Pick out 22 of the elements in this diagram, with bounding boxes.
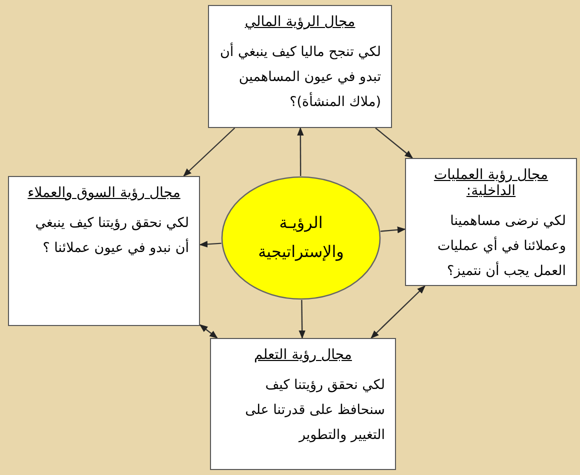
- perspective-box: [208, 5, 392, 128]
- arrow: [183, 128, 236, 177]
- arrow: [298, 300, 306, 339]
- perspective-box: [8, 176, 200, 326]
- ellipse-text: الرؤيـة والإستراتيجية: [257, 212, 345, 263]
- perspective-box: [405, 158, 577, 286]
- box-heading: مجال الرؤية المالي: [244, 14, 356, 30]
- arrow: [370, 285, 426, 339]
- box-question: لكي نحقق رؤيتنا كيف سنحافظ على قدرتنا على التغيير والتطوير: [244, 376, 385, 445]
- box-heading: مجال رؤية العمليات الداخلية:: [432, 167, 550, 199]
- arrow: [380, 226, 406, 234]
- perspective-box: [210, 338, 396, 470]
- box-heading: مجال رؤية السوق والعملاء: [26, 185, 182, 201]
- box-question: لكي نرضى مساهمينا وعملائنا في أي عمليات العمل يجب أن نتميز؟: [436, 212, 566, 281]
- arrow: [199, 240, 222, 248]
- box-question: لكي تنجح ماليا كيف ينبغي أن تبدو في عيون المساهمين (ملاك المنشأة)؟: [219, 42, 381, 112]
- arrow: [375, 128, 414, 159]
- box-question: لكي نحقق رؤيتنا كيف ينبغي أن نبدو في عيون عملائنا ؟: [34, 214, 189, 258]
- vision-ellipse: [221, 176, 381, 300]
- box-heading: مجال رؤية التعلم: [253, 347, 353, 363]
- arrow: [297, 127, 304, 176]
- arrow: [199, 324, 218, 338]
